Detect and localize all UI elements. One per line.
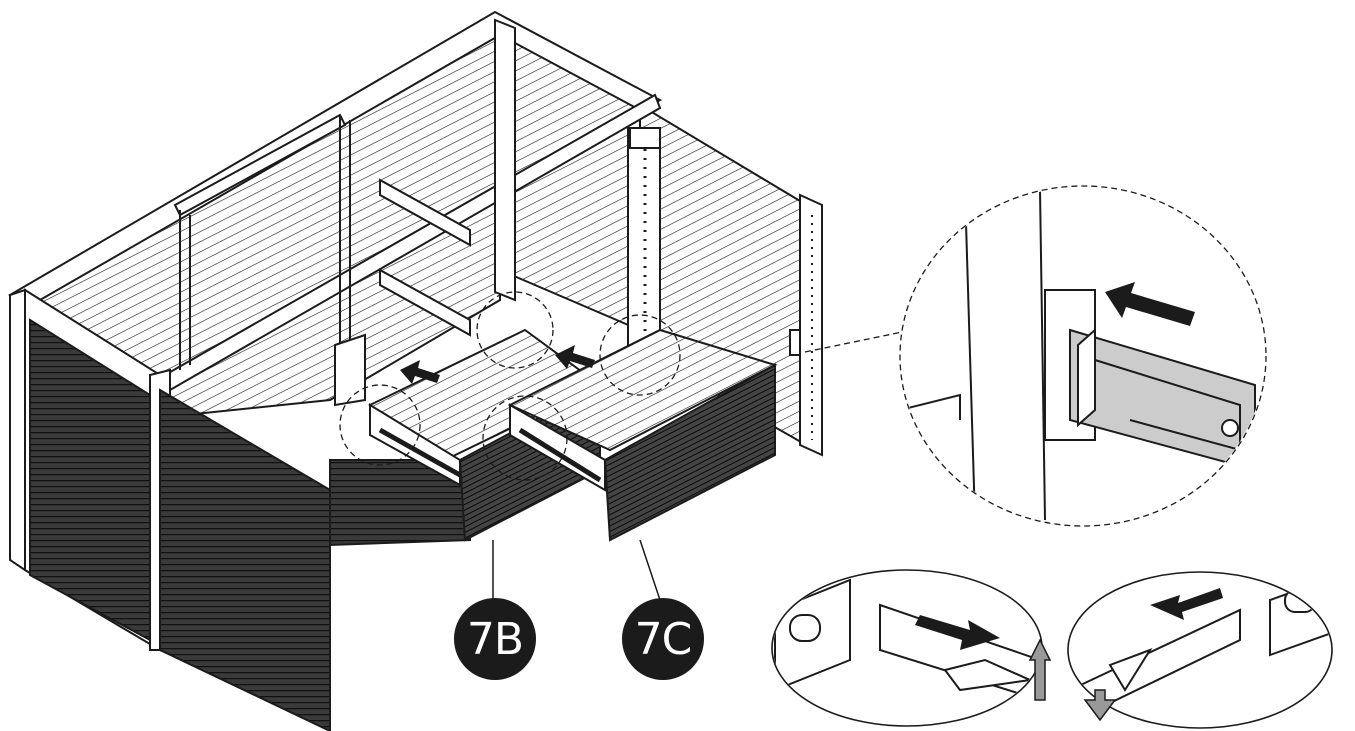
callout-circles xyxy=(339,291,681,481)
arrow-left-icon xyxy=(400,360,440,384)
rail-detail-zoom xyxy=(804,185,1267,527)
drawer-7c xyxy=(507,328,778,542)
part-label-7c: 7C xyxy=(622,598,704,680)
arrow-left-icon xyxy=(1105,282,1195,326)
door-panel-inner xyxy=(159,388,331,731)
drawer-7c-front xyxy=(603,363,776,542)
slide-release-detail-right xyxy=(1067,571,1333,729)
leader-lines xyxy=(492,539,661,601)
part-label-7b: 7B xyxy=(454,598,536,680)
arrow-right-icon xyxy=(915,615,1000,650)
arrow-left-icon xyxy=(555,345,595,369)
cabinet-frame xyxy=(7,10,823,652)
insert-arrows xyxy=(400,345,595,384)
arrow-up-icon xyxy=(1028,638,1052,701)
arrow-left-icon xyxy=(1150,588,1223,620)
left-doors xyxy=(29,318,471,731)
door-panel-outer xyxy=(29,318,151,642)
slide-release-detail-left xyxy=(771,569,1052,727)
arrow-down-icon xyxy=(1083,689,1117,722)
